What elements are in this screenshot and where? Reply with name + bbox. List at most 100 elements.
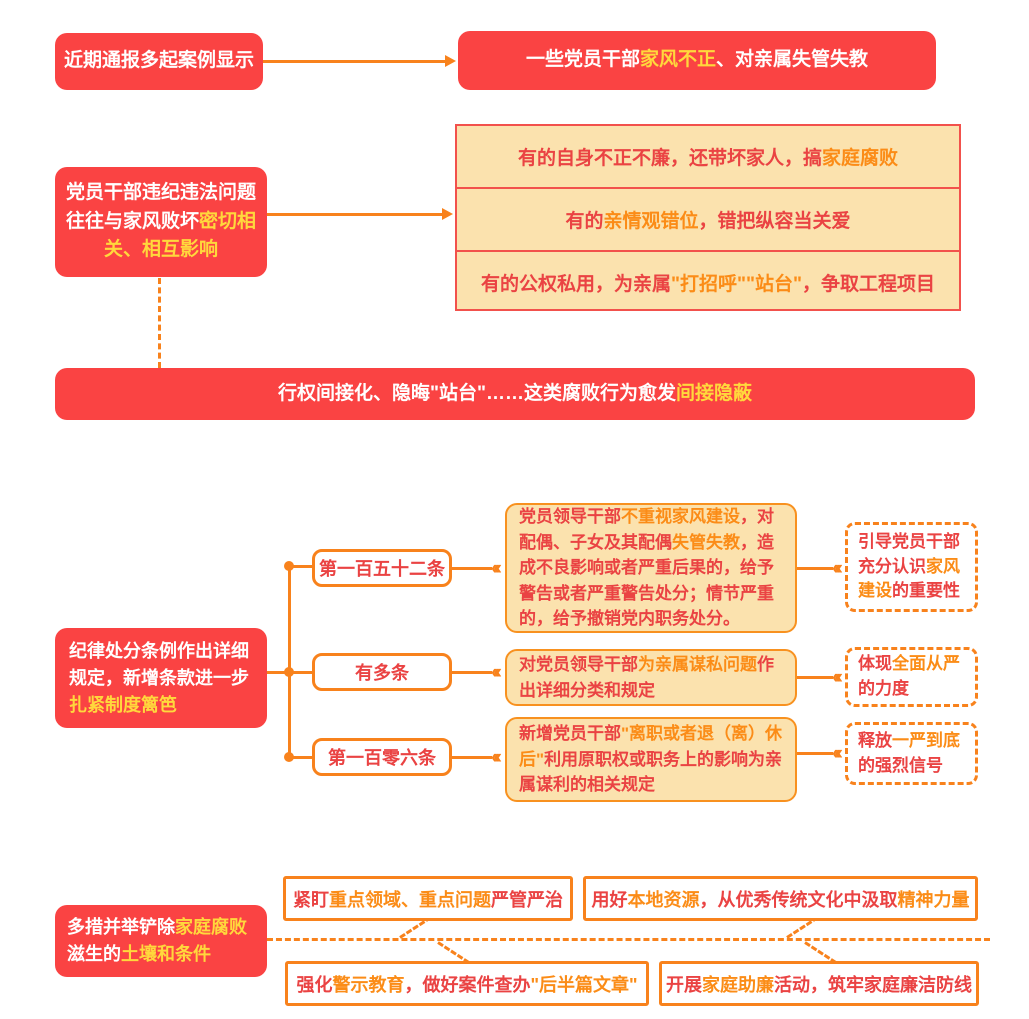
text-segment: ，造成不良影响或者严重后果的，给予警告或者严重警告处分；情节严重的，给予撤销党内… [519, 532, 774, 629]
dashed-connector-horizontal [267, 938, 990, 941]
text-segment: ，错把纵容当关爱 [698, 211, 851, 232]
text-segment: 的力度 [858, 679, 909, 698]
article-body-text: 新增党员干部"离职或者退（离）休后"利用原职权或职务上的影响为亲属谋利的相关规定 [519, 721, 783, 798]
article-body-multiple: 对党员领导干部为亲属谋私问题作出详细分类和规定 [505, 649, 797, 706]
arrow-stem [797, 751, 834, 755]
branch-line [290, 671, 312, 674]
text-segment: "后半篇文章" [530, 974, 638, 995]
measure-box-2: 用好本地资源，从优秀传统文化中汲取精神力量 [583, 876, 978, 921]
case-report-box: 近期通报多起案例显示 [55, 33, 263, 90]
connector-line-s1 [263, 60, 445, 63]
arrow-stem [797, 675, 834, 679]
text-segment: ，从优秀传统文化中汲取 [699, 889, 898, 910]
measures-intro-box: 多措并举铲除家庭腐败滋生的土壤和条件 [55, 905, 267, 977]
article-label-text: 有多条 [355, 663, 409, 683]
text-segment: 作出详细分类和规定 [519, 655, 774, 700]
text-segment: "离职或者退（离）休后" [519, 724, 783, 769]
note-text: 释放一严到底的强烈信号 [858, 729, 965, 778]
example-row: 有的公权私用，为亲属"打招呼""站台"，争取工程项目 [457, 252, 959, 313]
bracket-stem [267, 671, 289, 674]
measure-text: 开展家庭助廉活动，筑牢家庭廉洁防线 [666, 971, 972, 997]
branch-dot [284, 752, 294, 762]
text-segment: 家风不正 [639, 49, 716, 71]
article-label-106: 第一百零六条 [312, 738, 452, 776]
triple-chevron-icon: ‹‹‹ [491, 557, 502, 579]
text-segment: 一些党员干部 [525, 49, 640, 71]
measures-intro-text: 多措并举铲除家庭腐败滋生的土壤和条件 [67, 914, 255, 968]
example-text: 有的自身不正不廉，还带坏家人，搞家庭腐败 [518, 143, 898, 170]
regulation-intro-text: 纪律处分条例作出详细规定，新增条款进一步扎紧制度篱笆 [69, 638, 253, 719]
article-body-text: 党员领导干部不重视家风建设，对配偶、子女及其配偶失管失教，造成不良影响或者严重后… [519, 504, 783, 632]
text-segment: 释放 [858, 730, 892, 750]
text-segment: 警示教育 [332, 974, 405, 995]
triple-chevron-icon: ‹‹‹ [832, 557, 843, 579]
text-segment: 严管严治 [491, 889, 563, 910]
note-text: 体现全面从严的力度 [858, 652, 965, 701]
text-segment: 党员干部违纪违法问题往往与家风败坏 [65, 182, 256, 232]
arrow-stem [797, 566, 834, 570]
branch-line [290, 756, 312, 759]
text-segment: 家庭腐败 [175, 917, 247, 937]
triple-chevron-icon: ‹‹‹ [491, 746, 502, 768]
arrow-stem [452, 755, 493, 759]
chevron-arrow: ‹‹‹ [452, 747, 502, 767]
case-report-label: 近期通报多起案例显示 [63, 50, 254, 72]
article-label-text: 第一百五十二条 [319, 559, 445, 579]
arrowhead-icon [445, 55, 456, 67]
note-box-multiple: 体现全面从严的力度 [845, 647, 978, 707]
examples-table: 有的自身不正不廉，还带坏家人，搞家庭腐败 有的亲情观错位，错把纵容当关爱 有的公… [455, 124, 961, 311]
result-text: 一些党员干部家风不正、对亲属失管失教 [526, 46, 868, 75]
example-row: 有的自身不正不廉，还带坏家人，搞家庭腐败 [457, 126, 959, 189]
text-segment: 精神力量 [897, 889, 970, 910]
text-segment: 活动，筑牢家庭廉洁防线 [774, 974, 972, 995]
text-segment: 一严到底 [892, 730, 960, 750]
text-segment: 家庭腐败 [822, 148, 899, 169]
text-segment: 本地资源 [627, 889, 700, 910]
text-segment: 用好 [591, 889, 628, 910]
measure-text: 紧盯重点领域、重点问题严管严治 [293, 886, 563, 912]
chevron-arrow: ‹‹‹ [452, 662, 502, 682]
text-segment: 紧盯 [293, 889, 329, 910]
article-body-152: 党员领导干部不重视家风建设，对配偶、子女及其配偶失管失教，造成不良影响或者严重后… [505, 503, 797, 633]
text-segment: 党员领导干部 [519, 507, 621, 527]
text-segment: 不重视家风建设 [621, 507, 740, 527]
text-segment: 多措并举铲除 [67, 917, 175, 937]
measure-box-1: 紧盯重点领域、重点问题严管严治 [283, 876, 573, 921]
article-label-152: 第一百五十二条 [312, 549, 452, 587]
measure-text: 强化警示教育，做好案件查办"后半篇文章" [296, 971, 637, 997]
result-box: 一些党员干部家风不正、对亲属失管失教 [458, 31, 936, 90]
text-segment: 为亲属谋私问题 [638, 655, 757, 674]
branch-line [290, 565, 312, 568]
text-segment: 的重要性 [892, 581, 960, 601]
text-segment: 滋生的 [67, 944, 121, 964]
text-segment: 的强烈信号 [858, 755, 943, 775]
text-segment: 有的自身不正不廉，还带坏家人，搞 [517, 148, 822, 169]
bracket-line [288, 566, 291, 758]
note-box-152: 引导党员干部充分认识家风建设的重要性 [845, 522, 978, 612]
arrow-stem [452, 670, 493, 674]
connector-line-s2 [267, 213, 442, 216]
triple-chevron-icon: ‹‹‹ [832, 742, 843, 764]
article-label-text: 第一百零六条 [328, 748, 436, 768]
text-segment: 引导党员干部充分认识 [858, 532, 960, 576]
cause-text: 党员干部违纪违法问题往往与家风败坏密切相关、相互影响 [65, 179, 257, 265]
text-segment: ，做好案件查办 [404, 974, 531, 995]
regulation-intro-box: 纪律处分条例作出详细规定，新增条款进一步扎紧制度篱笆 [55, 628, 267, 728]
conclusion-bar: 行权间接化、隐晦"站台"……这类腐败行为愈发间接隐蔽 [55, 368, 975, 420]
triple-chevron-icon: ‹‹‹ [491, 661, 502, 683]
arrowhead-icon [442, 208, 453, 220]
measure-box-4: 开展家庭助廉活动，筑牢家庭廉洁防线 [659, 961, 979, 1006]
note-text: 引导党员干部充分认识家风建设的重要性 [858, 530, 965, 604]
article-body-106: 新增党员干部"离职或者退（离）休后"利用原职权或职务上的影响为亲属谋利的相关规定 [505, 717, 797, 802]
text-segment: 失管失教 [672, 532, 740, 552]
text-segment: "打招呼""站台" [670, 274, 803, 295]
chevron-arrow: ‹‹‹ [797, 558, 843, 578]
triple-chevron-icon: ‹‹‹ [832, 666, 843, 688]
text-segment: 扎紧制度篱笆 [69, 694, 177, 715]
chevron-arrow: ‹‹‹ [452, 558, 502, 578]
arrow-stem [452, 566, 493, 570]
branch-dot [284, 561, 294, 571]
text-segment: 行权间接化、隐晦"站台"……这类腐败行为愈发 [277, 382, 676, 404]
text-segment: 土壤和条件 [121, 944, 211, 964]
